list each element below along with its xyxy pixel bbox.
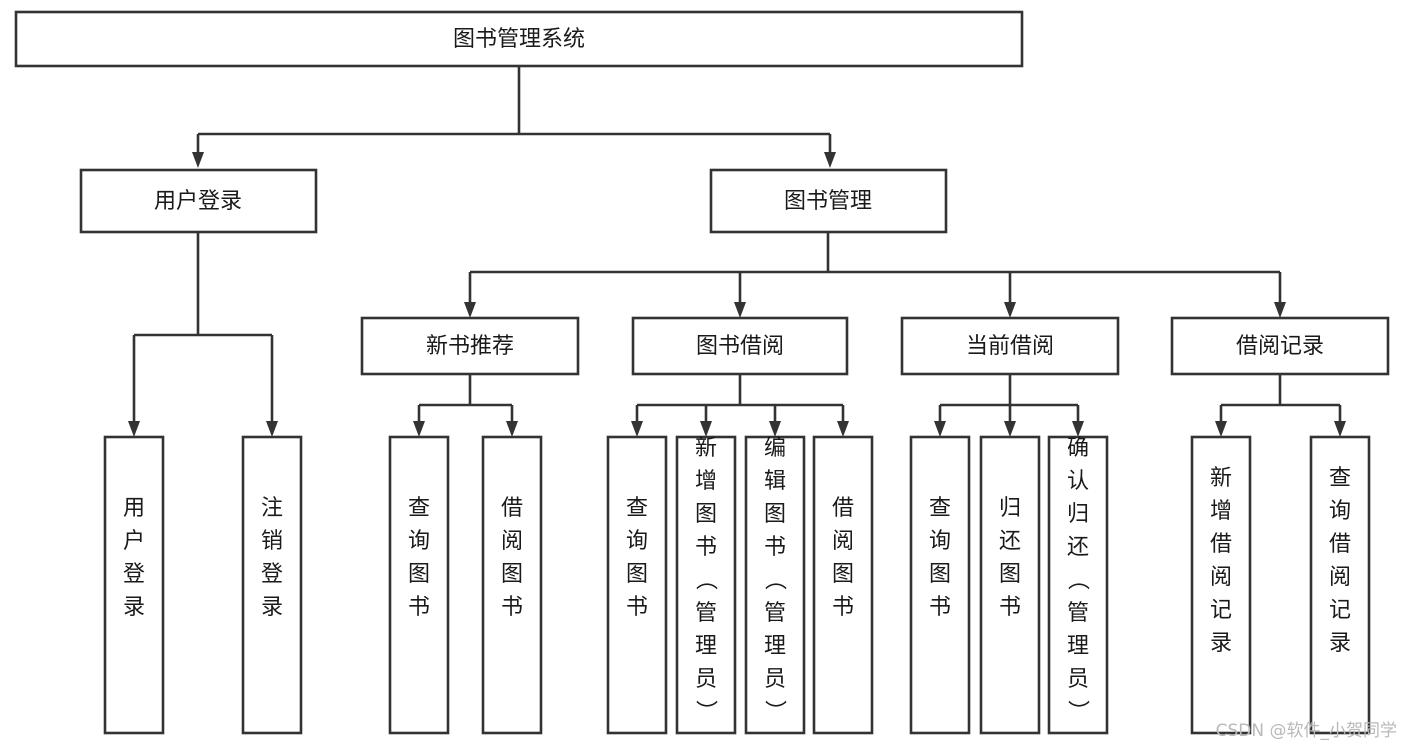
leaf-label: 新增图书（管理员） xyxy=(695,436,718,725)
edge-root-to-level2 xyxy=(192,66,836,168)
node-borrow-record-label: 借阅记录 xyxy=(1236,334,1324,359)
leaf-box xyxy=(388,435,450,735)
node-book-borrow-label: 图书借阅 xyxy=(696,334,784,359)
edge-book-borrow-to-leaves xyxy=(631,374,849,437)
node-root[interactable]: 图书管理系统 xyxy=(14,10,1024,68)
leaf-box xyxy=(1190,435,1252,735)
leaf-box xyxy=(909,435,971,735)
leaf-book-borrow-2[interactable]: 编辑图书（管理员） xyxy=(744,435,806,735)
leaf-current-borrow-2[interactable]: 确认归还（管理员） xyxy=(1047,435,1109,735)
node-root-box xyxy=(14,10,1024,68)
edge-book-manage-to-level3 xyxy=(464,232,1286,318)
node-book-manage-label: 图书管理 xyxy=(784,189,872,214)
leaf-label: 借阅图书 xyxy=(832,496,854,620)
leaf-label: 注销登录 xyxy=(261,496,283,620)
leaf-book-borrow-3[interactable]: 借阅图书 xyxy=(812,435,874,735)
leaf-label: 用户登录 xyxy=(123,496,145,620)
leaf-box xyxy=(744,435,806,735)
leaf-current-borrow-0[interactable]: 查询图书 xyxy=(909,435,971,735)
node-current-borrow-label: 当前借阅 xyxy=(966,334,1054,359)
leaf-box xyxy=(812,435,874,735)
leaf-label: 确认归还（管理员） xyxy=(1067,436,1090,725)
leaf-user-login-0[interactable]: 用户登录 xyxy=(103,435,165,735)
node-user-login-label: 用户登录 xyxy=(154,189,242,214)
leaf-new-book-recommend-0[interactable]: 查询图书 xyxy=(388,435,450,735)
watermark-text: CSDN @软件_小贺同学 xyxy=(1215,721,1397,741)
node-current-borrow[interactable]: 当前借阅 xyxy=(900,316,1120,376)
leaf-label: 编辑图书（管理员） xyxy=(764,436,787,725)
leaf-box xyxy=(241,435,303,735)
node-user-login[interactable]: 用户登录 xyxy=(79,168,318,234)
leaf-borrow-record-1[interactable]: 查询借阅记录 xyxy=(1309,435,1371,735)
leaf-new-book-recommend-1[interactable]: 借阅图书 xyxy=(481,435,543,735)
edge-new-book-recommend-to-leaves xyxy=(413,374,518,437)
node-root-label: 图书管理系统 xyxy=(453,27,585,52)
edge-user-login-to-leaves xyxy=(128,232,278,437)
leaf-box xyxy=(1047,435,1109,735)
node-borrow-record[interactable]: 借阅记录 xyxy=(1170,316,1390,376)
node-current-borrow-box xyxy=(900,316,1120,376)
leaf-label: 查询图书 xyxy=(408,496,430,620)
leaf-label: 查询图书 xyxy=(626,496,648,620)
leaf-label: 归还图书 xyxy=(999,496,1021,620)
leaf-box xyxy=(979,435,1041,735)
leaf-box xyxy=(103,435,165,735)
leaf-label: 借阅图书 xyxy=(501,496,523,620)
edge-current-borrow-to-leaves xyxy=(934,374,1084,437)
node-user-login-box xyxy=(79,168,318,234)
node-new-book-recommend-box xyxy=(360,316,580,376)
leaf-label: 新增借阅记录 xyxy=(1210,466,1232,656)
leaf-box xyxy=(675,435,737,735)
leaf-user-login-1[interactable]: 注销登录 xyxy=(241,435,303,735)
leaf-box xyxy=(481,435,543,735)
node-new-book-recommend-label: 新书推荐 xyxy=(426,334,514,359)
leaf-current-borrow-1[interactable]: 归还图书 xyxy=(979,435,1041,735)
node-book-manage[interactable]: 图书管理 xyxy=(709,168,948,234)
node-new-book-recommend[interactable]: 新书推荐 xyxy=(360,316,580,376)
leaf-book-borrow-0[interactable]: 查询图书 xyxy=(606,435,668,735)
leaf-label: 查询图书 xyxy=(929,496,951,620)
leaf-label: 查询借阅记录 xyxy=(1329,466,1351,656)
leaf-borrow-record-0[interactable]: 新增借阅记录 xyxy=(1190,435,1252,735)
edge-borrow-record-to-leaves xyxy=(1215,374,1346,437)
leaf-box xyxy=(1309,435,1371,735)
node-book-borrow[interactable]: 图书借阅 xyxy=(631,316,849,376)
leaf-book-borrow-1[interactable]: 新增图书（管理员） xyxy=(675,435,737,735)
leaf-box xyxy=(606,435,668,735)
